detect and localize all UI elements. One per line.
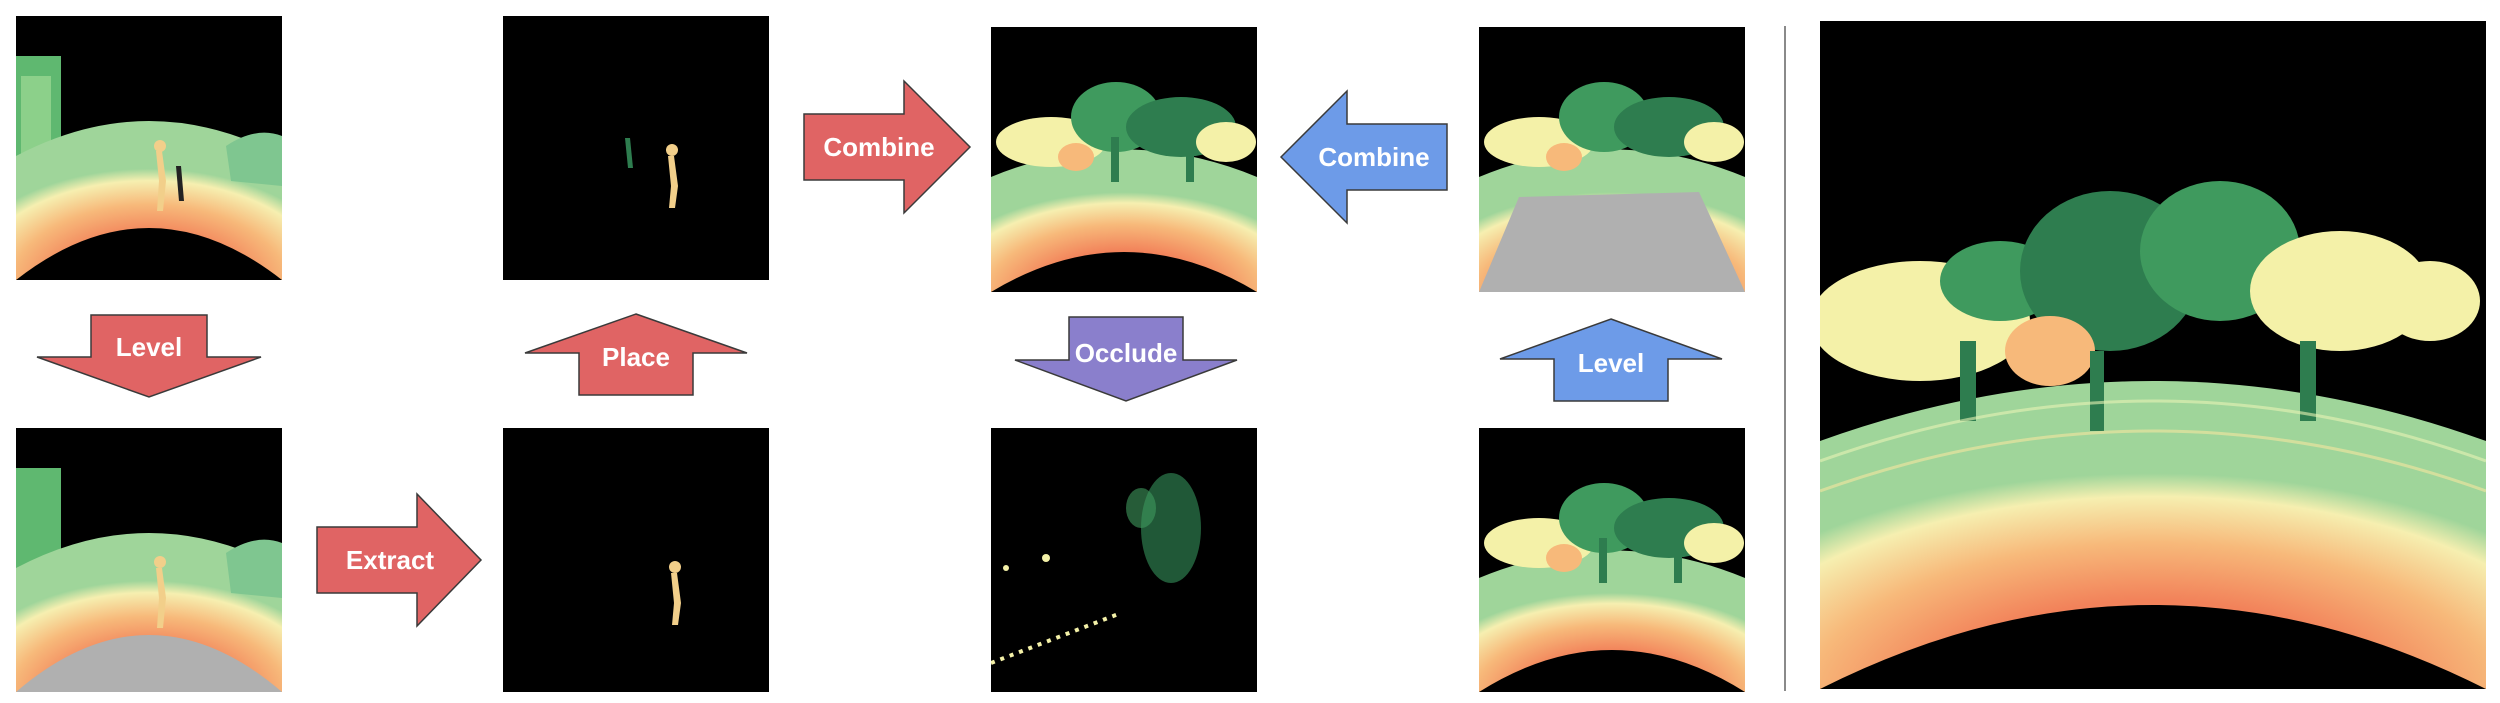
object-placed — [625, 138, 678, 208]
panel-extracted-object — [503, 428, 769, 692]
panel-leveled-scan — [16, 428, 282, 692]
arrow-label-combine-blue: Combine — [1318, 142, 1430, 172]
scene-large-result — [1820, 181, 2486, 689]
panel-scene-source — [1479, 428, 1745, 692]
panel-placed-object — [503, 16, 769, 280]
object-extracted — [669, 561, 681, 625]
points-occluded — [991, 473, 1201, 665]
panel-combined-result — [991, 27, 1257, 292]
scene-combined — [991, 82, 1257, 292]
arrow-place-up: Place — [524, 313, 748, 396]
scene-source — [1479, 483, 1745, 692]
arrow-label-combine-red: Combine — [823, 132, 935, 162]
arrow-label-occlude: Occlude — [1074, 338, 1178, 368]
arrow-label-extract: Extract — [345, 545, 435, 575]
panel-original-scan — [16, 16, 282, 280]
lidar-scan-leveled — [16, 468, 282, 692]
scene-leveled — [1479, 82, 1745, 292]
arrow-extract-right: Extract — [316, 492, 483, 628]
arrow-label-level-right: Level — [1577, 348, 1645, 378]
arrow-level-down: Level — [36, 314, 262, 398]
arrow-level-up: Level — [1499, 318, 1723, 402]
arrow-combine-right: Combine — [803, 79, 972, 215]
panel-scene-leveled — [1479, 27, 1745, 292]
panel-large-result — [1820, 21, 2486, 689]
arrow-label-level-left: Level — [115, 332, 183, 362]
lidar-scan-original — [16, 56, 282, 280]
arrow-combine-left: Combine — [1279, 89, 1448, 225]
arrow-occlude-down: Occlude — [1014, 316, 1238, 402]
panel-occluded-points — [991, 428, 1257, 692]
arrow-label-place: Place — [602, 342, 670, 372]
section-divider — [1784, 26, 1786, 691]
